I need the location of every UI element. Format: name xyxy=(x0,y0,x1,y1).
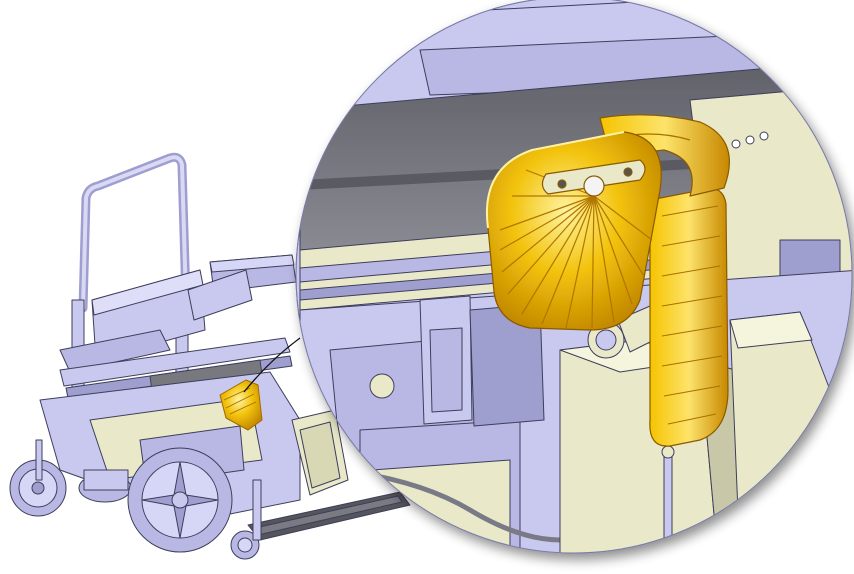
highlighted-bracket-small xyxy=(219,379,263,431)
wheelchair-illustration xyxy=(9,152,411,560)
drive-wheel xyxy=(127,447,233,553)
leader-line xyxy=(243,337,301,393)
highlighted-bracket-large xyxy=(486,114,730,447)
seat-rails xyxy=(59,337,291,387)
magnified-detail xyxy=(295,0,853,554)
caster-wheel xyxy=(9,439,67,517)
